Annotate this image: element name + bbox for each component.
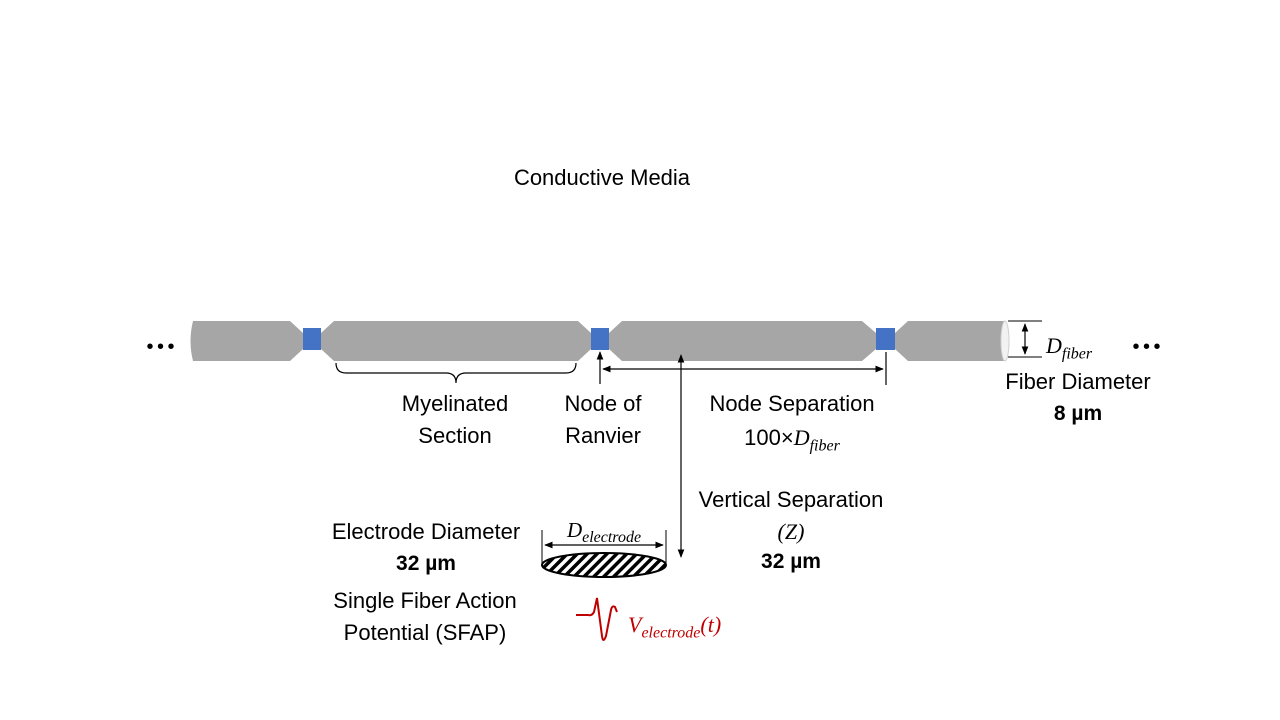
myelin-segment-2 [321,321,591,361]
node-of-ranvier-label-line1: Node of [564,391,642,416]
node-of-ranvier-label-line2: Ranvier [565,423,641,448]
fiber-diameter-symbol: Dfiber [1046,333,1093,363]
myelin-segment-1 [190,321,303,361]
myelin-segment-4 [895,321,1005,361]
sfap-label-line1: Single Fiber Action [333,588,517,613]
nerve-fiber [190,320,1010,362]
vertical-separation-label: Vertical Separation [698,487,884,512]
node-separation-label: Node Separation [709,391,875,416]
electrode-diameter-value: 32 µm [396,552,456,575]
myelin-segment-3 [609,321,876,361]
left-ellipsis: • • • [146,336,174,358]
myelinated-section-label-line1: Myelinated [401,391,509,416]
sfap-waveform [576,597,618,641]
electrode-voltage-symbol: Velectrode(t) [628,612,722,642]
fiber-end-cap [1000,320,1010,362]
myelinated-section-brace [335,362,577,384]
electrode-diameter-label: Electrode Diameter [331,519,521,544]
node-separation-formula: 100×Dfiber [744,425,840,455]
sfap-label-line2: Potential (SFAP) [343,620,507,645]
vertical-separation-value: 32 µm [761,550,821,573]
electrode-diameter-symbol: Delectrode [566,518,642,547]
node-of-ranvier-3 [876,328,895,350]
fiber-diameter-label: Fiber Diameter [1005,369,1151,394]
node-of-ranvier-1 [303,328,321,350]
page-title: Conductive Media [513,165,691,190]
vertical-separation-symbol: (Z) [777,519,805,544]
myelinated-section-label-line2: Section [418,423,492,448]
fiber-diameter-value: 8 µm [1053,402,1103,425]
right-ellipsis: • • • [1132,336,1160,358]
electrode-disc [541,552,667,578]
node-of-ranvier-2 [591,328,609,350]
